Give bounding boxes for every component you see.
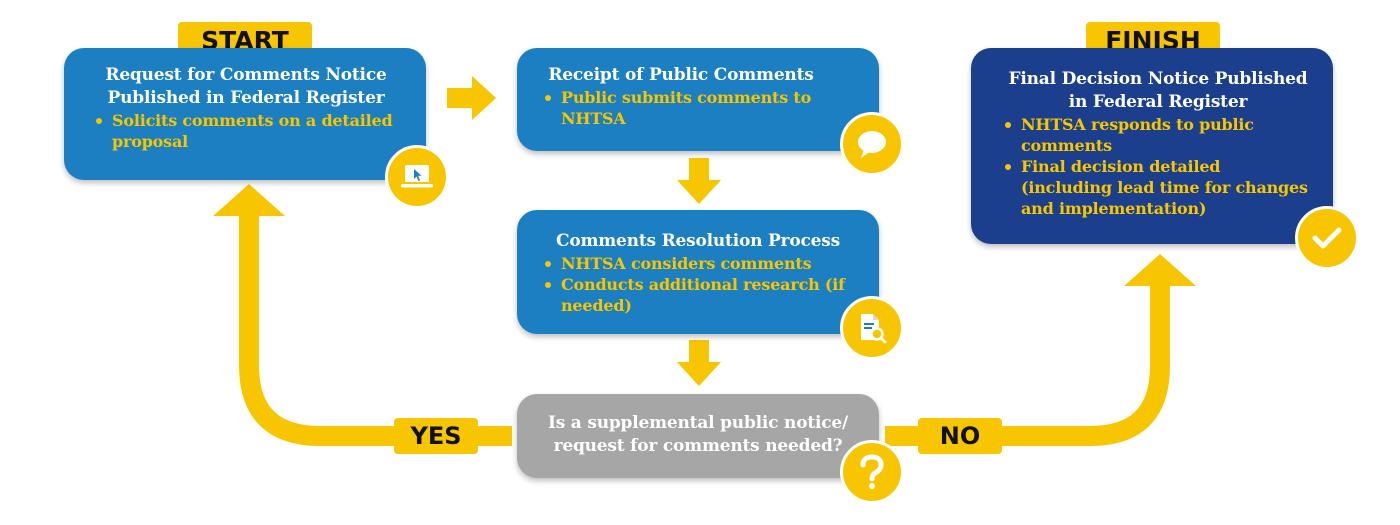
decision-box-title: Is a supplemental public notice/ request…	[547, 413, 849, 456]
comments-resolution-box: Comments Resolution Process NHTSA consid…	[517, 210, 879, 334]
no-arrowhead	[1124, 254, 1196, 286]
receipt-box-title: Receipt of Public Comments	[548, 65, 814, 85]
request-box-bullets: Solicits comments on a detailed proposal	[94, 110, 398, 152]
supplemental-notice-decision-box: Is a supplemental public notice/ request…	[517, 394, 879, 478]
final-box-bullets: NHTSA responds to public comments Final …	[1003, 114, 1313, 219]
resolution-box-bullets: NHTSA considers comments Conducts additi…	[543, 253, 853, 316]
request-bullet: Solicits comments on a detailed proposal	[94, 110, 398, 152]
no-tag: NO	[918, 418, 1002, 454]
final-bullet-1: NHTSA responds to public comments	[1003, 114, 1313, 156]
checkmark-icon	[1295, 206, 1359, 270]
final-decision-box: Final Decision Notice Published in Feder…	[971, 48, 1333, 244]
receipt-bullet: Public submits comments to NHTSA	[543, 87, 819, 129]
document-search-icon	[840, 296, 904, 360]
receipt-box-bullets: Public submits comments to NHTSA	[543, 87, 819, 129]
yes-loop-arrowhead	[213, 184, 285, 216]
laptop-cursor-icon	[385, 145, 449, 209]
final-bullet-2: Final decision detailed (including lead …	[1003, 156, 1313, 219]
request-box-title: Request for Comments Notice Published in…	[105, 65, 387, 108]
resolution-bullet-2: Conducts additional research (if needed)	[543, 274, 853, 316]
final-box-title: Final Decision Notice Published in Feder…	[1008, 69, 1308, 112]
request-for-comments-box: Request for Comments Notice Published in…	[64, 48, 426, 180]
yes-tag: YES	[394, 418, 478, 454]
receipt-of-comments-box: Receipt of Public Comments Public submit…	[517, 48, 879, 151]
arrow-resolution-to-decision	[677, 340, 721, 386]
arrow-request-to-receipt	[447, 76, 496, 120]
resolution-bullet-1: NHTSA considers comments	[543, 253, 853, 274]
no-line	[885, 282, 1170, 446]
question-mark-icon	[840, 440, 904, 504]
arrow-receipt-to-resolution	[677, 158, 721, 204]
speech-bubble-icon	[840, 112, 904, 176]
yes-loop-line	[239, 212, 512, 446]
resolution-box-title: Comments Resolution Process	[556, 231, 840, 251]
